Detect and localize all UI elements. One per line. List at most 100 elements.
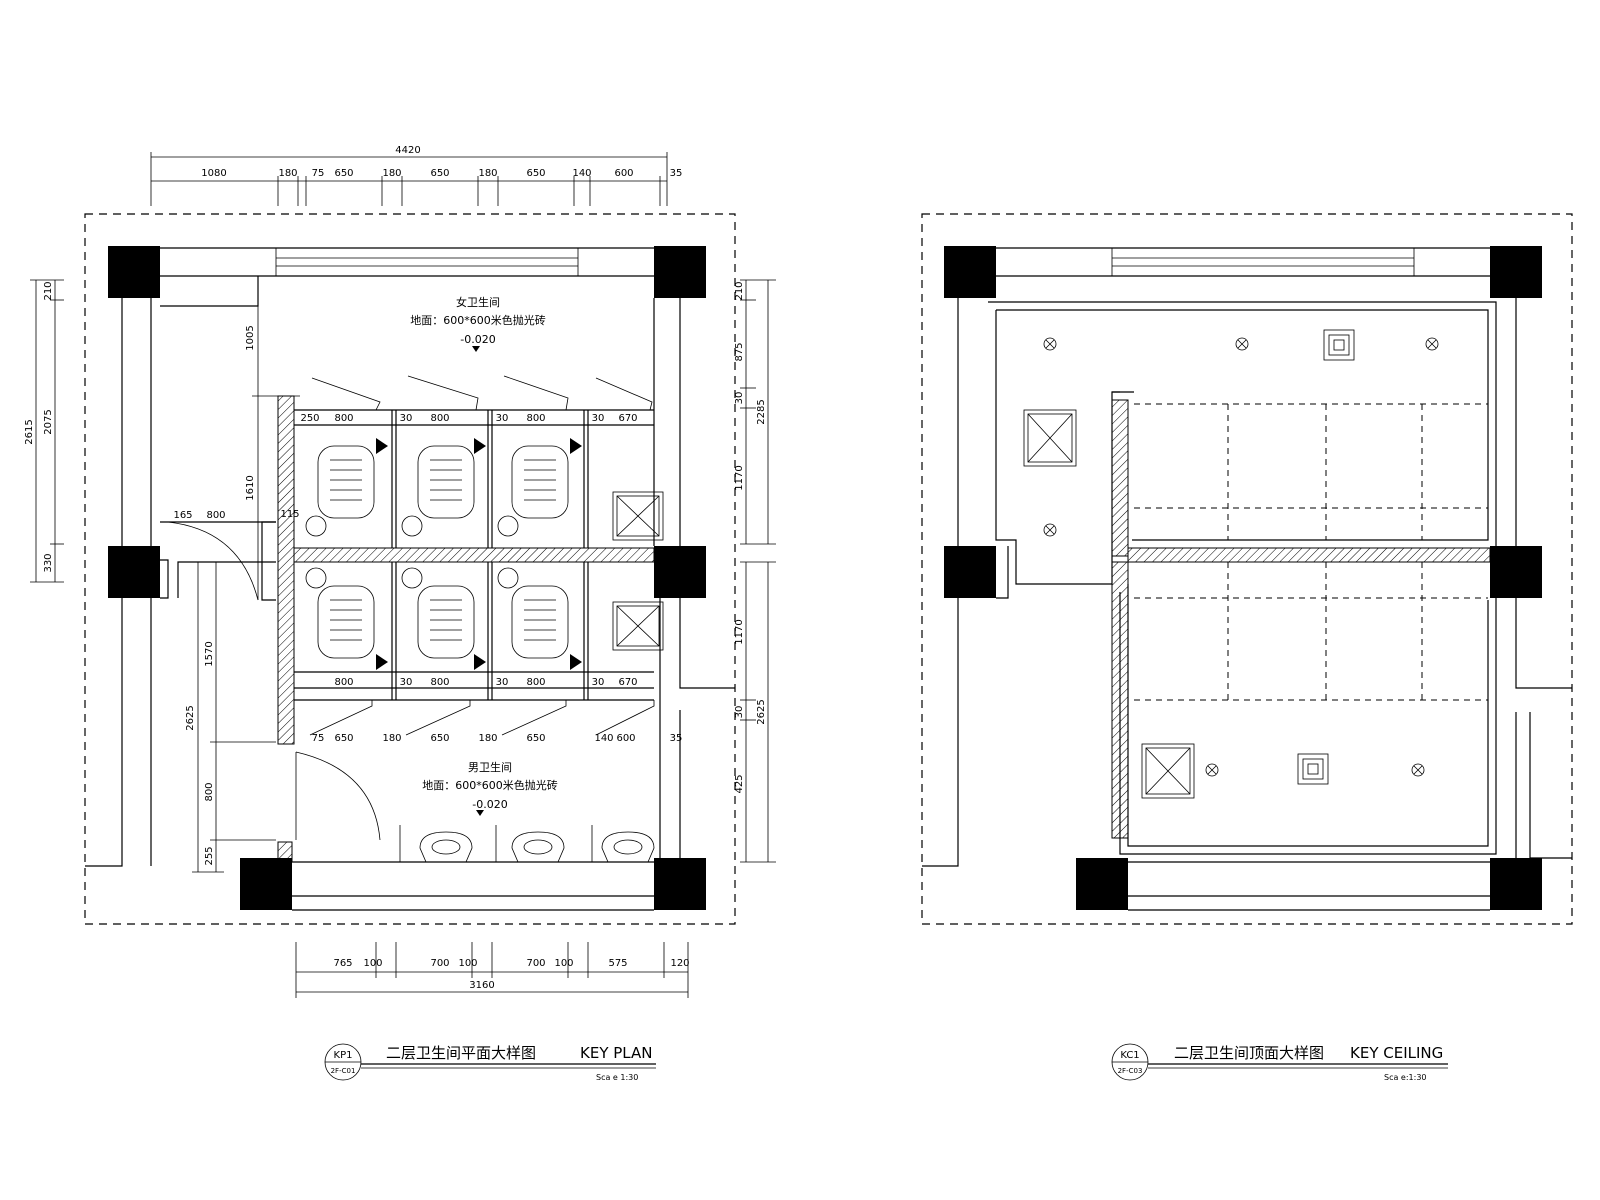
fixtures [167, 438, 664, 863]
dim-label: 2615 [24, 419, 35, 444]
dimensions-right: 210 875 30 1170 2285 1170 30 425 2625 [734, 279, 776, 863]
dim-label: 210 [734, 281, 745, 300]
partition-wall [1111, 561, 1129, 839]
column [1490, 858, 1542, 910]
title-block-plan: KP1 2F-C01 二层卫生间平面大样图 KEY PLAN Sca e 1:3… [324, 1043, 656, 1082]
room-name: 女卫生间 [456, 295, 500, 309]
drawing-scale: Sca e:1:30 [1384, 1073, 1427, 1082]
dim-label: 670 [618, 677, 637, 688]
urinal [399, 825, 473, 863]
dim-label: 2075 [43, 409, 54, 434]
elevation: -0.020 [460, 333, 495, 346]
plan-boundary [84, 213, 736, 925]
dim-label: 575 [608, 958, 627, 969]
dim-label: 180 [478, 733, 497, 744]
dim-label: 800 [334, 413, 353, 424]
dim-label: 1610 [245, 475, 256, 500]
ceiling-plan: KC1 2F-C03 二层卫生间顶面大样图 KEY CEILING Sca e:… [921, 213, 1573, 1082]
urinal [495, 825, 565, 863]
column [1490, 546, 1542, 598]
dimensions-bottom: 765 100 700 100 700 100 575 120 3160 [295, 942, 690, 998]
dim-label: 75 [312, 168, 325, 179]
drawing-title-en: KEY PLAN [580, 1044, 652, 1062]
dim-label: 115 [280, 509, 299, 520]
dim-label: 650 [526, 168, 545, 179]
dim-label: 600 [616, 733, 635, 744]
dim-label: 30 [496, 677, 509, 688]
squat-toilet [497, 438, 582, 537]
dim-label: 1170 [734, 619, 745, 644]
column [108, 246, 160, 298]
ventilation-grille-icon [1297, 753, 1329, 785]
mop-sink [612, 491, 664, 541]
dim-label: 2625 [185, 705, 196, 730]
exhaust-fan-icon [1023, 409, 1077, 467]
downlight-icon [1205, 763, 1219, 777]
downlight-icon [1411, 763, 1425, 777]
dim-label: 2625 [756, 699, 767, 724]
dim-label: 1005 [245, 325, 256, 350]
squat-toilet [497, 567, 582, 670]
drawing-title: 二层卫生间顶面大样图 [1174, 1044, 1324, 1062]
dim-label: 650 [334, 168, 353, 179]
door-swing [167, 521, 259, 601]
dim-label: 35 [670, 168, 683, 179]
dim-label: 650 [334, 733, 353, 744]
partition-wall [1111, 399, 1129, 557]
squat-toilet [401, 438, 486, 537]
dim-label: 800 [526, 677, 545, 688]
dim-label: 650 [526, 733, 545, 744]
ventilation-grille-icon [1323, 329, 1355, 361]
downlight-icon [1043, 337, 1057, 351]
dim-label: 875 [734, 342, 745, 361]
downlight-icon [1043, 523, 1057, 537]
dim-label: 600 [614, 168, 633, 179]
urinal [591, 825, 655, 863]
dim-label: 180 [382, 168, 401, 179]
drawing-badge: KC1 [1120, 1050, 1139, 1061]
dim-label: 30 [734, 392, 745, 405]
column [654, 246, 706, 298]
dim-label: 30 [400, 677, 413, 688]
dim-label: 650 [430, 168, 449, 179]
dimensions-inner: 1005 1610 165 800 115 2625 1570 800 255 [173, 290, 300, 873]
ceiling-boundary [921, 213, 1573, 925]
drawing-ref: 2F-C01 [331, 1067, 356, 1075]
dim-label: 30 [592, 413, 605, 424]
dim-label: 800 [430, 413, 449, 424]
dim-label: 75 [312, 733, 325, 744]
dim-label: 255 [204, 846, 215, 865]
drawing-badge: KP1 [334, 1050, 353, 1061]
column [240, 858, 292, 910]
squat-toilet [305, 567, 388, 670]
dim-label: 140 [594, 733, 613, 744]
door-swing [295, 751, 381, 841]
mop-sink [612, 601, 664, 651]
drawing-title: 二层卫生间平面大样图 [386, 1044, 536, 1062]
walls [85, 247, 735, 911]
column [654, 858, 706, 910]
ceiling-grid [996, 309, 1488, 847]
floor-plan: 女卫生间 地面：600*600米色抛光砖 -0.020 男卫生间 地面：600*… [24, 145, 776, 1082]
room-labels: 女卫生间 地面：600*600米色抛光砖 -0.020 男卫生间 地面：600*… [410, 295, 558, 816]
column [654, 546, 706, 598]
dim-label: 4420 [395, 145, 420, 156]
dim-label: 765 [333, 958, 352, 969]
dim-label: 2285 [756, 399, 767, 424]
dim-label: 35 [670, 733, 683, 744]
dim-label: 120 [670, 958, 689, 969]
dim-label: 210 [43, 281, 54, 300]
dim-label: 650 [430, 733, 449, 744]
exhaust-fan-icon [1141, 743, 1195, 799]
dim-label: 670 [618, 413, 637, 424]
dim-label: 1080 [201, 168, 226, 179]
column [108, 546, 160, 598]
dim-label: 700 [526, 958, 545, 969]
room-name: 男卫生间 [468, 760, 512, 774]
dim-label: 800 [526, 413, 545, 424]
drawing-title-en: KEY CEILING [1350, 1044, 1443, 1062]
dim-label: 3160 [469, 980, 494, 991]
dim-label: 800 [206, 510, 225, 521]
dimensions-top: 4420 1080 180 75 650 180 650 180 650 140… [150, 145, 683, 206]
